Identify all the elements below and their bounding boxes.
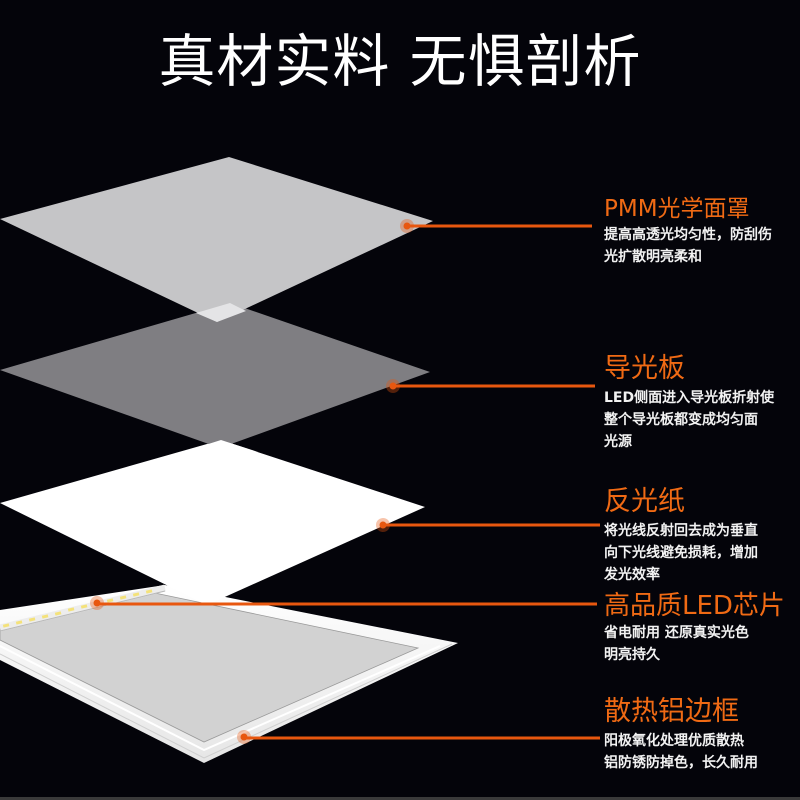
callout-frame: 散热铝边框 阳极氧化处理优质散热 铝防锈防掉色，长久耐用 <box>604 694 800 774</box>
callout-desc-line: 发光效率 <box>604 567 660 583</box>
callout-led: 高品质LED芯片 省电耐用 还原真实光色 明亮持久 <box>604 590 800 666</box>
callout-title: 导光板 <box>604 353 685 384</box>
callout-desc-line: 整个导光板都变成均匀面 <box>604 412 758 428</box>
callout-connectors <box>90 219 600 744</box>
connector-frame <box>237 730 600 744</box>
callout-title: 高品质LED芯片 <box>604 591 785 621</box>
connector-pmma <box>400 219 592 233</box>
callout-light-guide: 导光板 LED侧面进入导光板折射使 整个导光板都变成均匀面 光源 <box>604 351 800 453</box>
connector-light-guide <box>386 379 595 393</box>
callout-desc-line: 向下光线避免损耗，增加 <box>604 545 758 561</box>
callout-reflector: 反光纸 将光线反射回去成为垂直 向下光线避免损耗，增加 发光效率 <box>604 484 800 586</box>
callout-desc-line: 省电耐用 还原真实光色 <box>604 625 749 641</box>
reflector-layer <box>0 440 425 605</box>
callout-desc-line: 光扩散明亮柔和 <box>604 249 702 265</box>
connector-led <box>90 596 597 610</box>
callout-desc-line: 将光线反射回去成为垂直 <box>604 523 758 539</box>
callout-desc-line: 提高高透光均匀性，防刮伤 <box>604 227 772 243</box>
callout-desc-line: 明亮持久 <box>604 647 660 663</box>
pmma-cover-layer <box>0 157 433 322</box>
callout-desc-line: LED侧面进入导光板折射使 <box>604 390 775 406</box>
light-guide-layer <box>0 303 430 448</box>
connector-reflector <box>376 518 600 532</box>
aluminum-frame-layer <box>0 584 458 763</box>
callout-title: PMM光学面罩 <box>604 196 750 222</box>
led-strip <box>0 584 166 632</box>
bottom-divider <box>0 797 800 800</box>
callout-desc-line: 光源 <box>604 434 632 450</box>
callout-title: 散热铝边框 <box>604 696 739 727</box>
callout-pmma: PMM光学面罩 提高高透光均匀性，防刮伤 光扩散明亮柔和 <box>604 194 800 268</box>
callout-title: 反光纸 <box>604 486 685 517</box>
callout-desc-line: 阳极氧化处理优质散热 <box>604 733 744 749</box>
callout-desc-line: 铝防锈防掉色，长久耐用 <box>604 755 758 771</box>
page-title: 真材实料 无惧剖析 <box>158 29 642 95</box>
